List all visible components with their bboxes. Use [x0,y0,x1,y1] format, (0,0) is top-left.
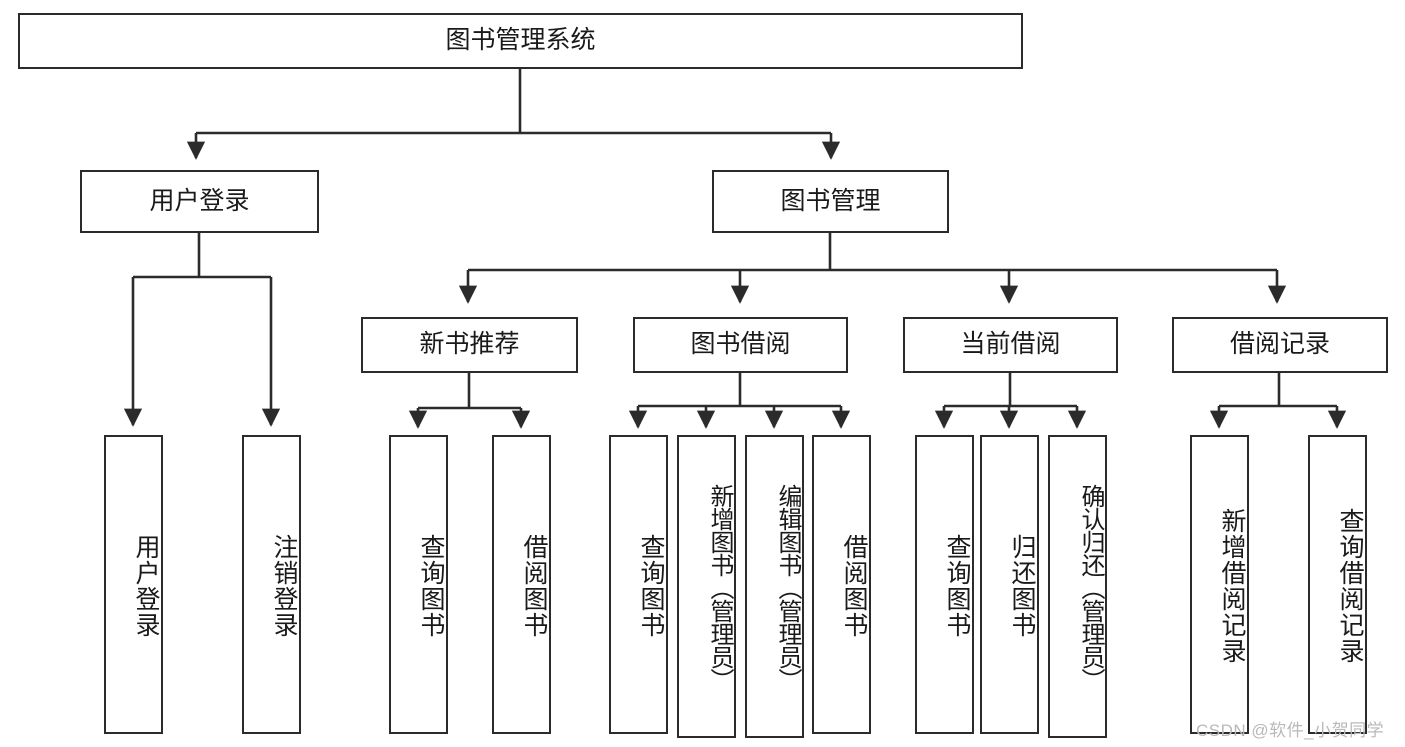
leaf-label: 查询图书 [637,533,665,638]
node-root-label: 图书管理系统 [445,26,596,55]
leaf-bookborrow-edit-book-admin[interactable]: 编辑图书（管理员） [745,435,804,738]
node-user-login-label: 用户登录 [149,186,250,215]
leaf-user-login-login[interactable]: 用户登录 [104,435,163,734]
node-book-management[interactable]: 图书管理 [712,170,949,233]
node-borrow-record-label: 借阅记录 [1229,330,1330,359]
node-current-borrow[interactable]: 当前借阅 [903,317,1118,373]
leaf-label: 查询借阅记录 [1336,507,1364,664]
node-new-book-recommend[interactable]: 新书推荐 [361,317,578,373]
node-user-login[interactable]: 用户登录 [80,170,319,233]
leaf-borrowrecord-query-record[interactable]: 查询借阅记录 [1308,435,1367,734]
leaf-label: 查询图书 [943,533,971,638]
node-new-book-recommend-label: 新书推荐 [419,330,520,359]
leaf-label: 查询图书 [417,533,445,638]
node-root[interactable]: 图书管理系统 [18,13,1023,69]
leaf-currentborrow-confirm-return-admin[interactable]: 确认归还（管理员） [1048,435,1107,738]
leaf-bookborrow-borrow-book[interactable]: 借阅图书 [812,435,871,734]
node-book-borrow-label: 图书借阅 [690,330,791,359]
node-borrow-record[interactable]: 借阅记录 [1172,317,1388,373]
leaf-label: 编辑图书（管理员） [774,484,801,691]
leaf-label: 借阅图书 [520,533,548,638]
leaf-bookborrow-add-book-admin[interactable]: 新增图书（管理员） [677,435,736,738]
node-current-borrow-label: 当前借阅 [960,330,1061,359]
leaf-label: 确认归还（管理员） [1077,484,1104,691]
leaf-bookborrow-query-book[interactable]: 查询图书 [609,435,668,734]
leaf-label: 用户登录 [132,533,160,638]
leaf-newbook-query-book[interactable]: 查询图书 [389,435,448,734]
leaf-label: 归还图书 [1008,533,1036,638]
leaf-currentborrow-return-book[interactable]: 归还图书 [980,435,1039,734]
leaf-label: 新增借阅记录 [1218,507,1246,664]
leaf-label: 借阅图书 [840,533,868,638]
leaf-currentborrow-query-book[interactable]: 查询图书 [915,435,974,734]
leaf-label: 注销登录 [270,533,298,638]
leaf-borrowrecord-add-record[interactable]: 新增借阅记录 [1190,435,1249,734]
node-book-management-label: 图书管理 [780,186,881,215]
leaf-newbook-borrow-book[interactable]: 借阅图书 [492,435,551,734]
node-book-borrow[interactable]: 图书借阅 [633,317,848,373]
leaf-label: 新增图书（管理员） [706,484,733,691]
leaf-user-login-logout[interactable]: 注销登录 [242,435,301,734]
